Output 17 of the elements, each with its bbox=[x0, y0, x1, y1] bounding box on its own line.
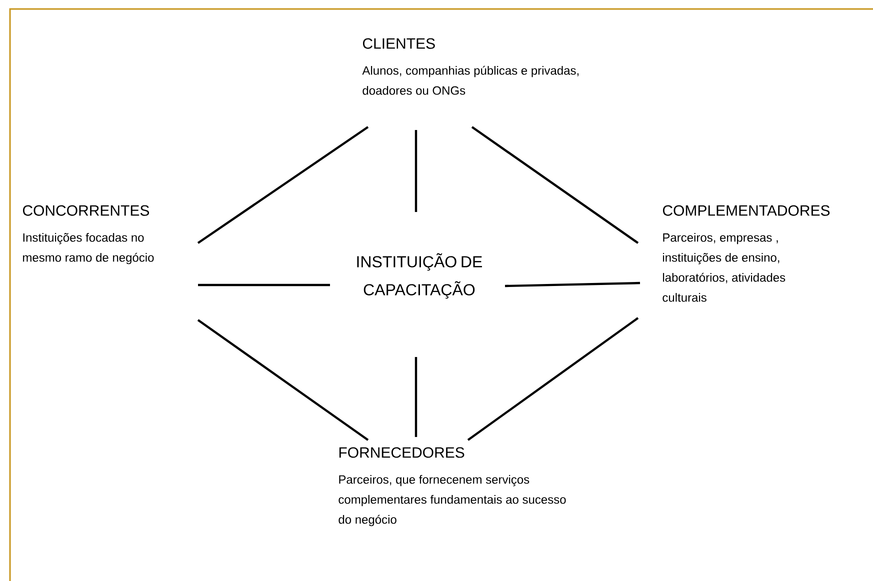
heading: COMPLEMENTADORES bbox=[662, 205, 830, 216]
connector-line bbox=[197, 126, 369, 244]
connector-line bbox=[504, 282, 640, 288]
connector-line bbox=[197, 319, 369, 441]
heading: CONCORRENTES bbox=[22, 205, 150, 216]
connector-line bbox=[414, 130, 418, 212]
connector-line bbox=[471, 126, 639, 244]
center-label: INSTITUIÇÃO DE CAPACITAÇÃO bbox=[357, 253, 482, 299]
description: Parceiros, que fornecenem serviços complementares fundamentais ao sucesso do negócio bbox=[338, 474, 566, 526]
description: Parceiros, empresas , instituições de ensino, laboratórios, atividades culturais bbox=[662, 232, 786, 302]
description: Alunos, companhias públicas e privadas, doadores ou ONGs bbox=[362, 66, 579, 95]
heading: FORNECEDORES bbox=[339, 447, 464, 458]
connector-line bbox=[198, 284, 330, 286]
connector-line bbox=[414, 357, 418, 437]
description: Instituições focadas no mesmo ramo de negócio bbox=[23, 232, 154, 264]
connector-line bbox=[467, 317, 639, 441]
heading: CLIENTES bbox=[362, 38, 435, 49]
